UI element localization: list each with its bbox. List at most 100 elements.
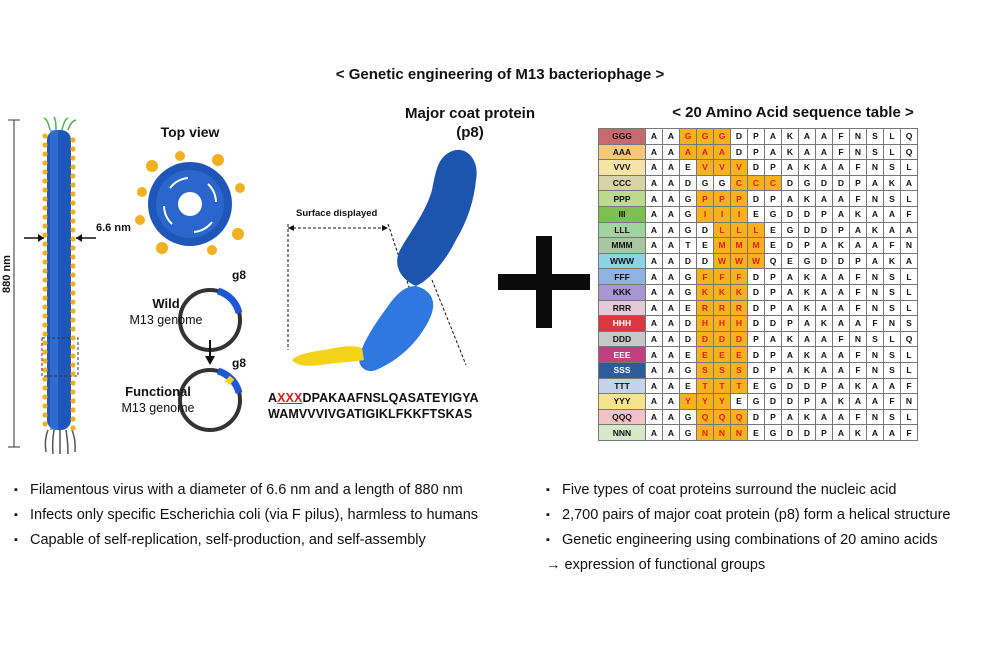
aa-cell: F bbox=[850, 191, 867, 207]
aa-code-cell: MMM bbox=[599, 238, 646, 254]
aa-cell: V bbox=[731, 160, 748, 176]
aa-cell: A bbox=[833, 409, 850, 425]
aa-cell: A bbox=[646, 347, 663, 363]
aa-cell: A bbox=[697, 144, 714, 160]
aa-cell: P bbox=[765, 160, 782, 176]
aa-cell: F bbox=[850, 284, 867, 300]
aa-cell: D bbox=[748, 409, 765, 425]
p8-dot bbox=[70, 425, 75, 430]
aa-cell: A bbox=[782, 347, 799, 363]
aa-cell: E bbox=[680, 160, 697, 176]
plus-icon bbox=[498, 236, 590, 328]
p8-dot bbox=[42, 196, 47, 201]
p8-dot bbox=[70, 182, 75, 187]
aa-cell: K bbox=[697, 284, 714, 300]
coat-title-line2: (p8) bbox=[456, 124, 484, 141]
aa-cell: A bbox=[765, 129, 782, 145]
aa-row-ppp: PPPAAGPPPDPAKAAFNSL bbox=[599, 191, 918, 207]
aa-cell: Y bbox=[680, 394, 697, 410]
aa-cell: A bbox=[816, 331, 833, 347]
aa-cell: N bbox=[867, 269, 884, 285]
aa-cell: D bbox=[833, 175, 850, 191]
aa-cell: N bbox=[867, 300, 884, 316]
aa-cell: N bbox=[867, 284, 884, 300]
aa-cell: A bbox=[816, 129, 833, 145]
arrow-line: → expression of functional groups bbox=[546, 553, 950, 578]
aa-cell: N bbox=[850, 144, 867, 160]
amino-acid-table-title: < 20 Amino Acid sequence table > bbox=[598, 104, 988, 121]
aa-cell: I bbox=[697, 206, 714, 222]
aa-cell: D bbox=[782, 394, 799, 410]
aa-cell: A bbox=[901, 222, 918, 238]
aa-cell: K bbox=[850, 425, 867, 441]
aa-cell: D bbox=[782, 425, 799, 441]
p8-sequence: AXXXDPAKAAFNSLQASATEYIGYA WAMVVVIVGATIGI… bbox=[268, 390, 479, 422]
aa-cell: A bbox=[833, 191, 850, 207]
functional-bold: Functional bbox=[125, 384, 191, 399]
aa-cell: D bbox=[782, 238, 799, 254]
aa-cell: A bbox=[663, 347, 680, 363]
aa-cell: E bbox=[765, 238, 782, 254]
aa-cell: P bbox=[748, 144, 765, 160]
aa-cell: A bbox=[714, 144, 731, 160]
aa-cell: I bbox=[714, 206, 731, 222]
aa-cell: P bbox=[765, 300, 782, 316]
aa-cell: A bbox=[646, 425, 663, 441]
aa-cell: N bbox=[697, 425, 714, 441]
p8-dot bbox=[70, 281, 75, 286]
aa-cell: S bbox=[884, 160, 901, 176]
p8-dot bbox=[70, 173, 75, 178]
aa-cell: N bbox=[731, 425, 748, 441]
aa-cell: A bbox=[646, 238, 663, 254]
aa-cell: A bbox=[833, 160, 850, 176]
aa-cell: E bbox=[680, 300, 697, 316]
p8-dot bbox=[42, 358, 47, 363]
aa-cell: I bbox=[731, 206, 748, 222]
bullets-right: Five types of coat proteins surround the… bbox=[546, 478, 950, 578]
aa-cell: T bbox=[680, 238, 697, 254]
aa-cell: E bbox=[731, 394, 748, 410]
aa-cell: A bbox=[663, 253, 680, 269]
aa-cell: D bbox=[782, 206, 799, 222]
aa-cell: A bbox=[646, 253, 663, 269]
aa-cell: A bbox=[816, 144, 833, 160]
p8-dot bbox=[70, 398, 75, 403]
functional-genome-label: Functional M13 genome bbox=[108, 384, 208, 416]
p8-dot bbox=[42, 232, 47, 237]
aa-cell: A bbox=[884, 222, 901, 238]
aa-cell: A bbox=[646, 316, 663, 332]
aa-cell: G bbox=[748, 394, 765, 410]
aa-cell: K bbox=[799, 347, 816, 363]
aa-cell: P bbox=[816, 425, 833, 441]
aa-cell: A bbox=[782, 300, 799, 316]
aa-cell: A bbox=[867, 394, 884, 410]
p8-dot bbox=[70, 326, 75, 331]
p8-dot bbox=[42, 322, 47, 327]
functional-genome-text: M13 genome bbox=[122, 401, 195, 415]
p8-dot bbox=[42, 142, 47, 147]
aa-cell: K bbox=[782, 144, 799, 160]
coat-title-line1: Major coat protein bbox=[405, 105, 535, 122]
p8-dot bbox=[42, 304, 47, 309]
aa-cell: A bbox=[782, 284, 799, 300]
aa-cell: D bbox=[765, 316, 782, 332]
aa-cell: D bbox=[799, 206, 816, 222]
aa-cell: A bbox=[901, 253, 918, 269]
length-label: 880 nm bbox=[1, 255, 13, 293]
p8-dot bbox=[70, 371, 75, 376]
aa-cell: A bbox=[663, 175, 680, 191]
aa-cell: L bbox=[731, 222, 748, 238]
p8-dot bbox=[42, 178, 47, 183]
p8-dot bbox=[42, 160, 47, 165]
sequence-line1-rest: DPAKAAFNSLQASATEYIGYA bbox=[302, 391, 478, 405]
aa-cell: N bbox=[867, 362, 884, 378]
aa-cell: A bbox=[663, 316, 680, 332]
aa-cell: E bbox=[782, 253, 799, 269]
aa-row-kkk: KKKAAGKKKDPAKAAFNSL bbox=[599, 284, 918, 300]
aa-cell: D bbox=[748, 316, 765, 332]
aa-cell: A bbox=[663, 362, 680, 378]
aa-cell: A bbox=[884, 378, 901, 394]
aa-cell: A bbox=[799, 129, 816, 145]
aa-cell: K bbox=[799, 160, 816, 176]
